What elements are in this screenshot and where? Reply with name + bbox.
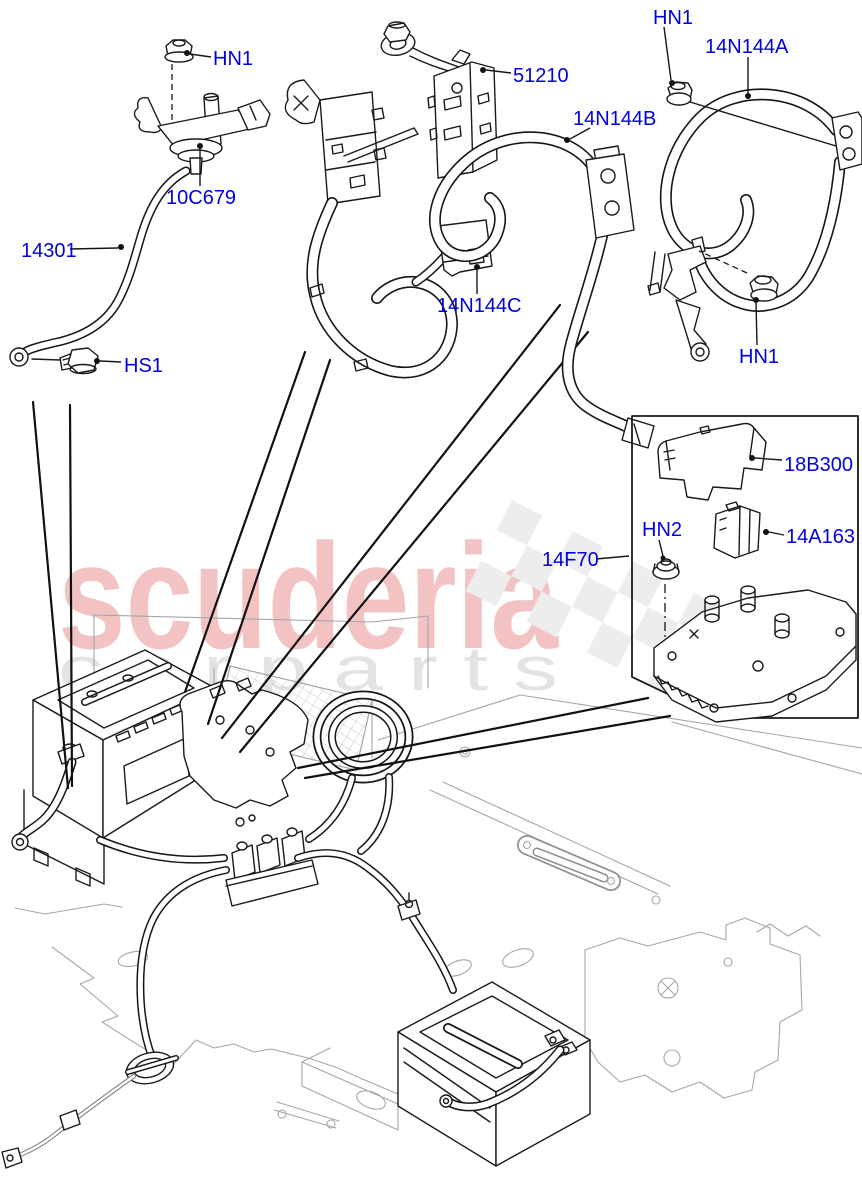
part-label-hs1[interactable]: HS1 xyxy=(124,355,163,377)
rear-battery-illustration xyxy=(397,981,591,1167)
battery-cable-14n144a xyxy=(647,88,862,362)
location-leader-lines xyxy=(31,303,672,790)
inset-detail-box xyxy=(631,415,859,723)
floor-pan-illustration xyxy=(14,614,862,1131)
terminal-block-illustration xyxy=(1,827,457,1169)
battery-cable-14n144b xyxy=(428,131,655,449)
part-label-hn1-top-left[interactable]: HN1 xyxy=(213,48,253,70)
part-label-14f70[interactable]: 14F70 xyxy=(542,549,599,571)
fusebox-14f70-illustration xyxy=(653,585,857,723)
part-label-51210[interactable]: 51210 xyxy=(513,65,569,87)
part-label-14a163[interactable]: 14A163 xyxy=(786,526,855,548)
part-label-18b300[interactable]: 18B300 xyxy=(784,454,853,476)
nut-hn1-top-right xyxy=(666,81,837,147)
part-label-14n144a[interactable]: 14N144A xyxy=(705,36,789,58)
nut-hn2-illustration xyxy=(652,558,680,648)
floor-junction-box-illustration xyxy=(96,677,414,864)
part-label-10c679[interactable]: 10C679 xyxy=(166,187,236,209)
battery-junction-assembly-51210 xyxy=(284,21,498,379)
part-label-14301[interactable]: 14301 xyxy=(21,240,77,262)
part-label-14n144b[interactable]: 14N144B xyxy=(573,108,656,130)
part-label-14n144c[interactable]: 14N144C xyxy=(437,295,522,317)
part-label-hn1-top-right[interactable]: HN1 xyxy=(653,7,693,29)
part-labels: HN1 10C679 14301 HS1 51210 14N144C 14N14… xyxy=(21,7,855,571)
nut-hn1-mid-right xyxy=(698,250,779,302)
cover-18b300-illustration xyxy=(657,422,767,501)
relay-14a163-illustration xyxy=(713,501,761,559)
part-label-hn1-mid-right[interactable]: HN1 xyxy=(739,346,779,368)
part-label-hn2[interactable]: HN2 xyxy=(642,519,682,541)
